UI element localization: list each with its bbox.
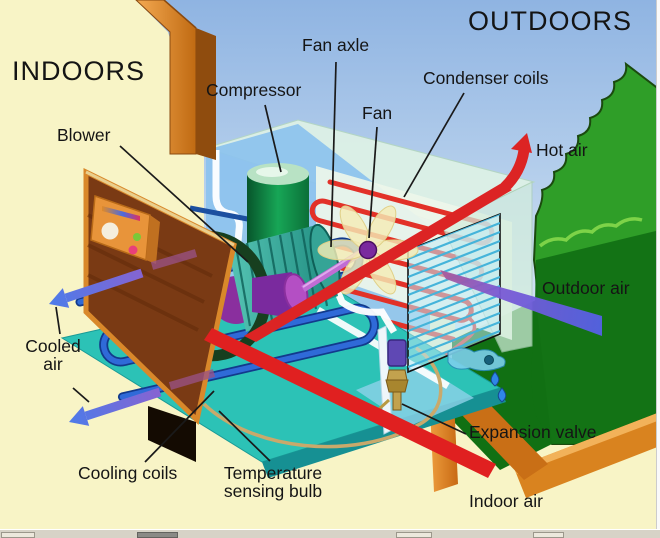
knob-control[interactable] [101, 222, 119, 240]
control-panel [90, 194, 160, 264]
condenser-leader [403, 92, 465, 198]
expansion-valve-label: Expansion valve [469, 422, 597, 442]
cooled-air-label: Cooled air [25, 336, 81, 375]
blower-label: Blower [57, 125, 111, 145]
expansion-valve-leader [401, 403, 467, 435]
temp-bulb-leader [218, 410, 271, 462]
outdoor-air-label: Outdoor air [542, 278, 630, 298]
suction-pipe [189, 205, 259, 224]
cooled-air-arrows [49, 249, 216, 426]
leader-lines [55, 61, 467, 463]
slider-control[interactable] [102, 206, 140, 221]
cooled-air-leader-1 [55, 306, 61, 335]
fan-leader [368, 126, 378, 239]
indoor-air-beam [204, 328, 496, 478]
cooling-coils-leader [144, 390, 215, 463]
pink-button[interactable] [128, 245, 138, 255]
compressor-label: Compressor [206, 80, 302, 100]
fan-axle-leader [330, 61, 337, 248]
fan-hub [358, 240, 378, 260]
compressor-leader [264, 104, 282, 173]
hot-air-arrow [498, 133, 532, 194]
outdoors-label: OUTDOORS [468, 6, 633, 36]
blower-leader [119, 145, 249, 263]
hot-airflow-beam [244, 184, 512, 342]
outdoor-air-beam [440, 270, 602, 336]
fan-label: Fan [362, 103, 393, 123]
bush-highlight [538, 217, 643, 248]
window-right-edge [656, 0, 660, 538]
cooling-coils-label: Cooling coils [78, 463, 178, 483]
cooled-air-leader-2 [72, 387, 90, 403]
expansion-valve [376, 325, 409, 435]
indoor-air-label: Indoor air [469, 491, 543, 511]
green-button[interactable] [133, 233, 141, 241]
scrollbar-thumb[interactable] [137, 532, 178, 538]
condenser-coils-label: Condenser coils [423, 68, 549, 88]
window-frame [135, 0, 216, 160]
fan-axle-label: Fan axle [302, 35, 370, 55]
scrollbar-segment[interactable] [1, 532, 35, 538]
temperature-sensing-bulb-label: Temperature sensing bulb [223, 463, 323, 502]
indoors-label: INDOORS [12, 56, 146, 86]
water-drip [447, 347, 507, 403]
bushes [452, 61, 660, 470]
horizontal-scrollbar[interactable] [0, 529, 660, 538]
scrollbar-segment[interactable] [396, 532, 432, 538]
hot-air-label: Hot air [536, 140, 588, 160]
scrollbar-segment[interactable] [533, 532, 564, 538]
